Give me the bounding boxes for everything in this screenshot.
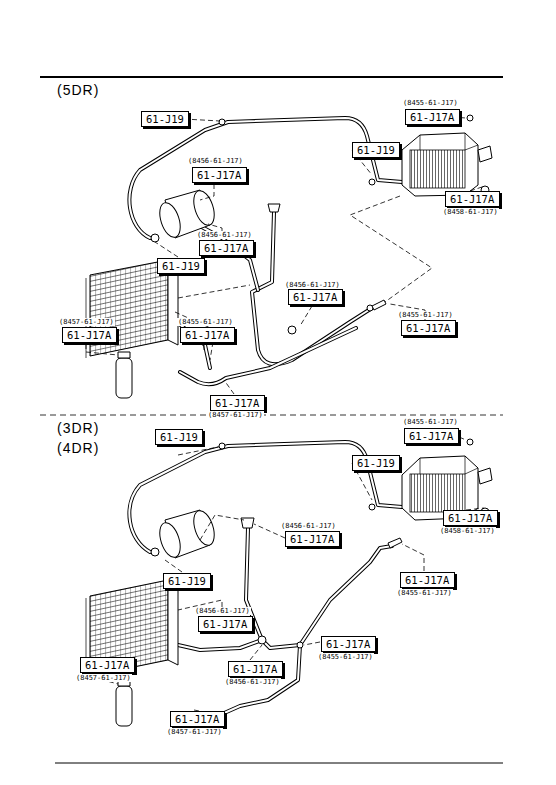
part-code: (8455-61-J17) [402, 418, 459, 426]
part-code: (8458-61-J17) [439, 527, 496, 535]
callout-box: 61-J17A [400, 572, 455, 588]
part-number: 61-J19 [162, 260, 200, 272]
evaporator-unit [402, 115, 492, 196]
part-code: (8455-61-J17) [397, 311, 454, 319]
part-code: (8457-61-J17) [166, 728, 223, 736]
frame-line [55, 763, 503, 764]
part-code: (8456-61-J17) [280, 522, 337, 530]
model-label: (4DR) [57, 440, 99, 456]
part-number: 61-J17A [326, 638, 371, 650]
callout-box: 61-J17A [192, 167, 247, 183]
part-code: (8457-61-J17) [75, 674, 132, 682]
part-number: 61-J17A [67, 329, 112, 341]
part-number: 61-J17A [185, 329, 230, 341]
part-code: (8457-61-J17) [58, 318, 115, 326]
part-number: 61-J19 [357, 144, 395, 156]
part-code: (8455-61-J17) [396, 589, 453, 597]
pipes [129, 118, 402, 384]
part-number: 61-J17A [405, 574, 450, 586]
part-number: 61-J19 [357, 457, 395, 469]
callout-box: 61-J19 [157, 258, 205, 274]
part-number: 61-J17A [204, 242, 249, 254]
model-label: (5DR) [57, 82, 99, 98]
model-label: (3DR) [57, 420, 99, 436]
callout-box: 61-J19 [352, 142, 400, 158]
part-number: 61-J19 [146, 113, 184, 125]
part-number: 61-J17A [448, 512, 493, 524]
callout-box: 61-J19 [141, 111, 189, 127]
part-code: (8455-61-J17) [317, 653, 374, 661]
callout-box: 61-J19 [163, 573, 211, 589]
callout-box: 61-J17A [288, 289, 343, 305]
compressor [151, 508, 218, 560]
callout-box: 61-J17A [445, 191, 500, 207]
part-number: 61-J17A [290, 533, 335, 545]
receiver-drier [116, 680, 132, 726]
part-number: 61-J17A [233, 663, 278, 675]
callout-box: 61-J17A [321, 636, 376, 652]
callout-box: 61-J19 [155, 429, 203, 445]
part-number: 61-J19 [160, 431, 198, 443]
callout-box: 61-J17A [210, 395, 265, 411]
part-code: (8456-61-J17) [194, 607, 251, 615]
callout-box: 61-J17A [170, 711, 225, 727]
part-number: 61-J17A [85, 659, 130, 671]
part-code: (8456-61-J17) [196, 231, 253, 239]
part-number: 61-J17A [203, 618, 248, 630]
callout-box: 61-J17A [404, 428, 459, 444]
part-code: (8456-61-J17) [284, 281, 341, 289]
part-number: 61-J17A [197, 169, 242, 181]
part-code: (8455-61-J17) [402, 99, 459, 107]
callout-box: 61-J19 [352, 455, 400, 471]
callout-box: 61-J17A [62, 327, 117, 343]
section-divider [40, 415, 503, 416]
callout-box: 61-J17A [443, 510, 498, 526]
callout-box: 61-J17A [285, 531, 340, 547]
part-number: 61-J17A [450, 193, 495, 205]
receiver-drier [116, 352, 132, 398]
callout-box: 61-J17A [228, 661, 283, 677]
leader-lines [103, 434, 484, 714]
frame-line [40, 76, 503, 78]
part-number: 61-J17A [293, 291, 338, 303]
callout-box: 61-J17A [401, 320, 456, 336]
part-number: 61-J17A [406, 322, 451, 334]
part-code: (8458-61-J17) [442, 208, 499, 216]
part-code: (8457-61-J17) [207, 411, 264, 419]
leader-lines [86, 117, 485, 394]
callout-box: 61-J17A [198, 616, 253, 632]
part-number: 61-J17A [409, 430, 454, 442]
part-code: (8456-61-J17) [224, 678, 281, 686]
part-number: 61-J19 [168, 575, 206, 587]
callout-box: 61-J17A [80, 657, 135, 673]
condenser [86, 260, 178, 358]
part-number: 61-J17A [410, 111, 455, 123]
callout-box: 61-J17A [405, 109, 460, 125]
callout-box: 61-J17A [180, 327, 235, 343]
pipes [129, 442, 402, 714]
evaporator-unit [402, 439, 492, 520]
part-number: 61-J17A [175, 713, 220, 725]
part-code: (8456-61-J17) [187, 157, 244, 165]
part-code: (8455-61-J17) [177, 318, 234, 326]
callout-box: 61-J17A [199, 240, 254, 256]
part-number: 61-J17A [215, 397, 260, 409]
